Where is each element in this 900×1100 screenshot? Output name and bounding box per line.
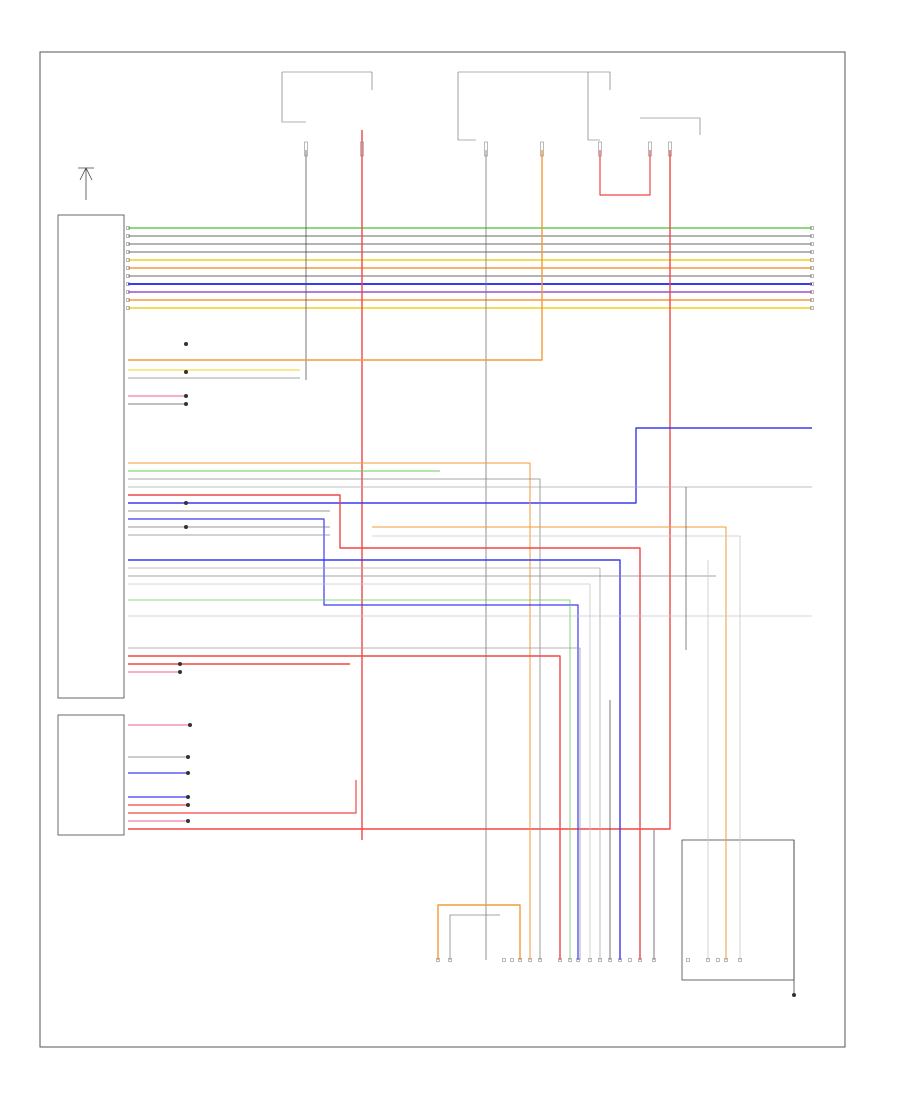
bus-pin-2 [126,242,130,246]
bus-pin-1 [126,234,130,238]
top-connector-stub-3 [540,141,544,157]
gray-long-wire [128,567,601,960]
bus-pin-9 [126,298,130,302]
bottom-pin-9 [576,958,580,962]
bottom-pin-3 [510,958,514,962]
top-connector-stub-6 [668,141,672,157]
antenna-icon [78,167,94,200]
wires-layer [128,130,812,995]
connector-dot-11 [186,819,190,823]
orange-drop-wire [128,462,531,960]
ground-box [681,839,795,981]
bus-pin-6 [126,274,130,278]
bottom-pin-19 [716,958,720,962]
connector-dot-3 [184,402,188,406]
bus-end-pin-9 [810,298,814,302]
bottom-pin-18 [706,958,710,962]
connector-dot-1 [184,370,188,374]
connector-dot-9 [186,795,190,799]
bus-end-pin-8 [810,290,814,294]
bottom-pin-8 [568,958,572,962]
top-connector-stub-4 [598,141,602,157]
lg-wire-584 [128,583,591,960]
bus-end-pin-0 [810,226,814,230]
diagram-frame [39,51,846,1048]
bottom-loop-orange [437,904,521,960]
bus-end-pin-6 [810,274,814,278]
bus-end-pin-4 [810,258,814,262]
blue-right-wire [128,427,812,504]
green-long-wire [128,599,571,960]
riser-wire-4 [128,150,543,361]
bottom-pin-20 [724,958,728,962]
bus-end-pin-10 [810,306,814,310]
bus-pin-4 [126,258,130,262]
top-connector-stub-5 [648,141,652,157]
bottom-pin-7 [558,958,562,962]
bottom-pin-21 [738,958,742,962]
ground-dot [792,993,796,997]
blue-route-wire [128,518,579,960]
top-connector-stub-1 [360,141,364,157]
bus-pin-0 [126,226,130,230]
bottom-pin-13 [618,958,622,962]
bottom-pin-1 [448,958,452,962]
bottom-pin-16 [652,958,656,962]
connector-dot-12 [178,662,182,666]
bus-pin-10 [126,306,130,310]
riser-loop [599,150,651,196]
bottom-pin-11 [598,958,602,962]
bottom-pin-15 [638,958,642,962]
bottom-pin-0 [436,958,440,962]
bus-end-pin-3 [810,250,814,254]
connector-dot-7 [186,755,190,759]
bus-pin-3 [126,250,130,254]
bus-pin-5 [126,266,130,270]
bottom-pin-10 [588,958,592,962]
bottom-pin-17 [686,958,690,962]
bottom-pin-6 [538,958,542,962]
connector-dot-10 [186,803,190,807]
gray-wire-648 [128,647,581,960]
gray-drop-wire [128,478,541,960]
connector-dot-13 [178,670,182,674]
bottom-pin-4 [518,958,522,962]
blue-long-wire [128,559,621,960]
radio-module-connector-box [57,214,125,699]
bottom-pin-12 [608,958,612,962]
lower-wire-6 [128,780,357,814]
connector-dot-0 [184,342,188,346]
bus-end-pin-1 [810,234,814,238]
connector-dot-8 [186,771,190,775]
bus-end-pin-5 [810,266,814,270]
bus-pin-7 [126,282,130,286]
pins-layer [126,141,814,997]
top-connector-stub-2 [484,141,488,157]
riser-wire-5 [128,150,671,830]
top-connector-brackets [281,71,701,141]
bus-end-pin-2 [810,242,814,246]
bottom-loop-gray [449,914,500,960]
red-wire-656 [128,655,561,960]
bus-pin-8 [126,290,130,294]
bottom-pin-14 [628,958,632,962]
gray-right-wire-2 [372,535,741,960]
bus-end-pin-7 [810,282,814,286]
radio-module-connector-box-2 [57,714,125,836]
bottom-pin-5 [528,958,532,962]
bottom-pin-2 [502,958,506,962]
connector-dot-6 [188,723,192,727]
red-route-wire [128,494,641,960]
top-connector-stub-0 [304,141,308,157]
connector-dot-2 [184,394,188,398]
connector-dot-4 [184,501,188,505]
orange-right-wire [372,526,727,960]
connector-dot-5 [184,525,188,529]
